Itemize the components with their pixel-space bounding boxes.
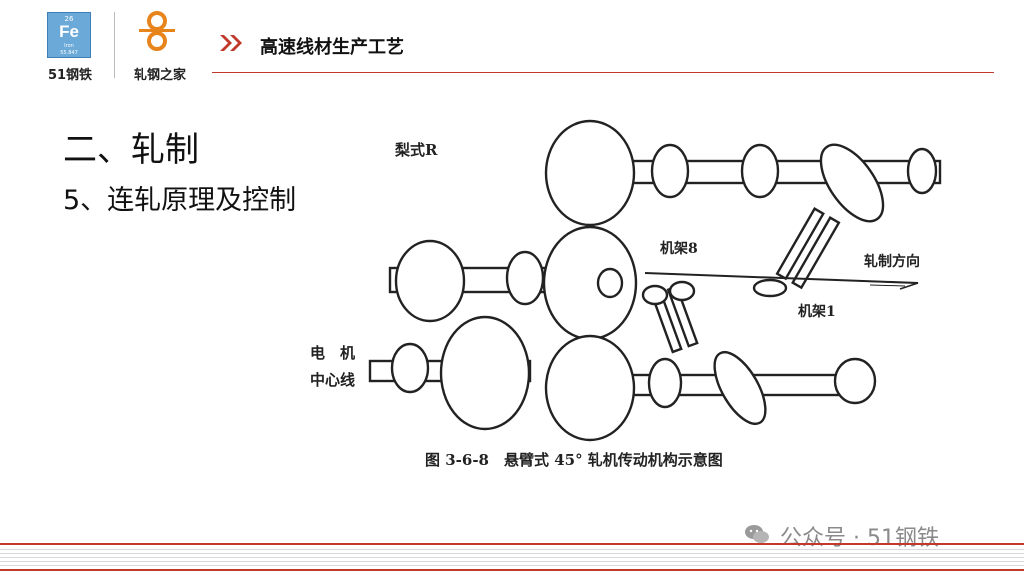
page-title: 高速线材生产工艺 [260,37,404,58]
slide-header: 26 Fe Iron 55.847 51钢铁 轧钢之家 高速线材生产工艺 [0,0,1024,90]
bottom-end-cap [833,357,877,405]
bottom-bevel-gear [713,351,767,425]
label-stand-8: 机架8 [660,240,698,257]
stand8-roll-a [641,284,669,306]
top-roll-disc [544,119,636,227]
section-heading: 二、轧制 [63,130,199,170]
middle-hub [596,267,624,299]
watermark-text: 公众号 · 51钢铁 [780,526,939,551]
brand-51-steel: 51钢铁 [47,68,93,83]
motor-coupling [390,342,430,394]
brand-rolling-home: 轧钢之家 [133,68,186,83]
label-motor: 电 机 [310,344,355,362]
middle-coupling [505,250,545,306]
label-top-left: 梨式R [394,141,438,159]
rolling-direction-arrow [859,280,919,290]
top-coupling-2 [740,143,780,199]
label-rolling-direction: 轧制方向 [864,253,920,270]
element-fe-logo: 26 Fe Iron 55.847 [47,12,91,58]
bottom-coupling [647,357,683,409]
stand1-shaft-b [791,216,841,290]
element-symbol: Fe [59,22,79,41]
top-bevel-gear [819,143,885,223]
footer-stripes [0,543,1024,571]
label-stand-1: 机架1 [798,303,836,320]
stand1-roll [752,278,788,298]
mill-drive-diagram: 梨式R 机架8 轧制方向 机架1 电 机 中心线 图 3-6-8 悬臂式 45°… [310,119,942,469]
watermark: 公众号 · 51钢铁 [744,519,994,551]
wechat-icon [745,525,769,543]
top-coupling-3 [906,147,938,195]
double-chevron-right-icon [220,35,242,51]
bottom-left-disc [439,315,531,431]
element-mass: 55.847 [60,50,78,56]
header-rule [212,72,994,73]
subsection-heading: 5、连轧原理及控制 [63,185,297,216]
element-name: Iron [64,43,74,49]
bottom-roll-disc [544,334,636,442]
middle-left-disc [394,239,466,323]
top-coupling-1 [650,143,690,199]
label-center-line: 中心线 [310,371,355,389]
stand8-roll-b [668,280,696,302]
header-divider [114,12,115,78]
rolling-mill-logo-icon [139,11,175,51]
element-number: 26 [64,15,74,23]
figure-caption: 图 3-6-8 悬臂式 45° 轧机传动机构示意图 [425,451,723,469]
stand1-shaft-a [775,207,825,281]
